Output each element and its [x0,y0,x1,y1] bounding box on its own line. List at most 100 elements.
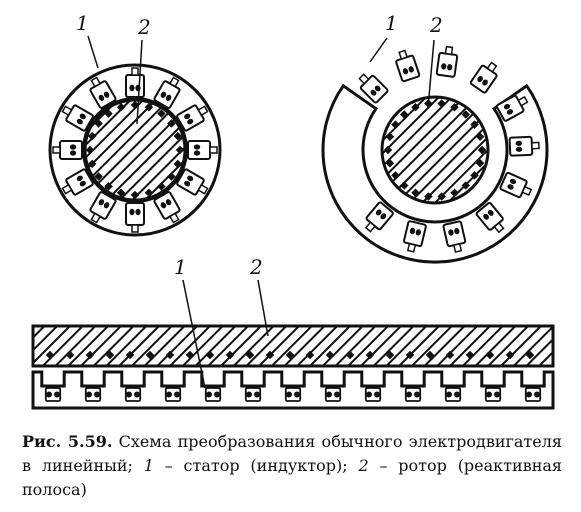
strip-bar [65,350,75,360]
stator-slot [61,168,94,196]
stator-slot [125,202,145,233]
linear-coil [484,387,502,402]
stator-slot [508,135,540,157]
stator-slot [435,45,459,78]
rotor-bar [411,103,420,112]
leader-stator-right [369,37,388,63]
linear-coil [204,387,222,402]
stator-slot [395,49,421,83]
rotor-bar [175,145,185,155]
linear-coil [124,387,142,402]
rotor-bar [167,119,176,128]
strip-bar [45,350,55,360]
strip-bar [445,350,455,360]
strip-bar [385,350,395,360]
linear-coil [324,387,342,402]
rotor-bars-left [85,100,185,200]
rotor-bar [424,192,433,201]
strip-bar [325,350,335,360]
rotor-bar [87,131,97,141]
strip-bar [485,350,495,360]
strip-bar [185,350,195,360]
rotor-bar [116,102,126,112]
strip-bar [465,350,475,360]
rotor-bar [450,103,459,112]
rotor-right [382,97,488,203]
stator-slot [61,104,94,132]
rotor-bar [391,120,400,129]
strip-bar [165,350,175,360]
linear-coil [444,387,462,402]
strip-bar [85,350,95,360]
stator-slot [153,76,181,109]
leader-rotor-left [136,39,143,125]
stator-slot [153,191,181,224]
caption-num-1: 1 [143,456,154,475]
stator-slot [89,76,117,109]
rotor-bar [157,109,166,118]
rotor-bar [475,132,485,142]
strip-bar [305,350,315,360]
linear-coil [244,387,262,402]
label-stator-left: 1 [76,11,89,35]
strip-bar [505,350,515,360]
strip-bar [225,350,235,360]
rotor-bar [85,145,95,155]
stator-slot [358,73,389,104]
stator-slot [176,168,209,196]
stator-slots-left [52,67,218,233]
leader-rotor-right [427,39,435,109]
rotor-bar [461,110,471,119]
linear-coil [284,387,302,402]
rotor-bar [94,119,103,128]
strip-bar [145,350,155,360]
rotor-bar [475,158,485,168]
label-rotor-left: 2 [137,15,151,39]
strip-bar [285,350,295,360]
label-stator-right: 1 [385,11,398,35]
stator-slot [364,201,394,233]
strip-bar [405,350,415,360]
stator-slots-right [358,45,540,253]
caption-text-1: – статор (индуктор); [153,456,359,475]
strip-bar [125,350,135,360]
rotor-bar [157,182,166,191]
rotor-bar [167,172,176,181]
linear-coil [524,387,542,402]
rotor-bar [173,131,183,141]
leader-stator-left [87,35,99,69]
rotor-bar [104,182,113,191]
rotor-bar [104,109,113,118]
strip-bar [105,350,115,360]
stator-slot [495,94,529,122]
figure-caption: Рис. 5.59. Схема преобразования обычного… [22,430,562,502]
strip-bar [245,350,255,360]
motor-diagram: 1 2 1 2 1 2 [31,11,555,410]
rotor-bar [450,188,459,197]
unrolled-motor: 1 2 [321,11,549,264]
rotor-bar [399,110,409,119]
rotor-bar [383,145,393,155]
rotor-bar [87,159,97,169]
linear-motor: 1 2 [31,255,555,410]
rotor-bar [144,188,154,198]
leader-rotor-bottom [257,279,269,337]
strip-bars [45,350,535,360]
linear-stator-coils [44,387,542,402]
rotor-bar [173,159,183,169]
rotor-bar [385,158,395,168]
rotor-bar [130,100,140,110]
label-rotor-bottom: 2 [249,255,263,279]
rotor-bar [437,192,446,201]
linear-coil [44,387,62,402]
strip-bar [205,350,215,360]
stator-slot [176,104,209,132]
stator-slot [499,171,533,199]
rotor-bar [470,171,479,180]
linear-coil [404,387,422,402]
caption-num-2: 2 [358,456,369,475]
strip-bar [425,350,435,360]
reactive-strip [31,324,555,368]
rotor-bar [116,188,126,198]
rotor-bar [470,120,479,129]
